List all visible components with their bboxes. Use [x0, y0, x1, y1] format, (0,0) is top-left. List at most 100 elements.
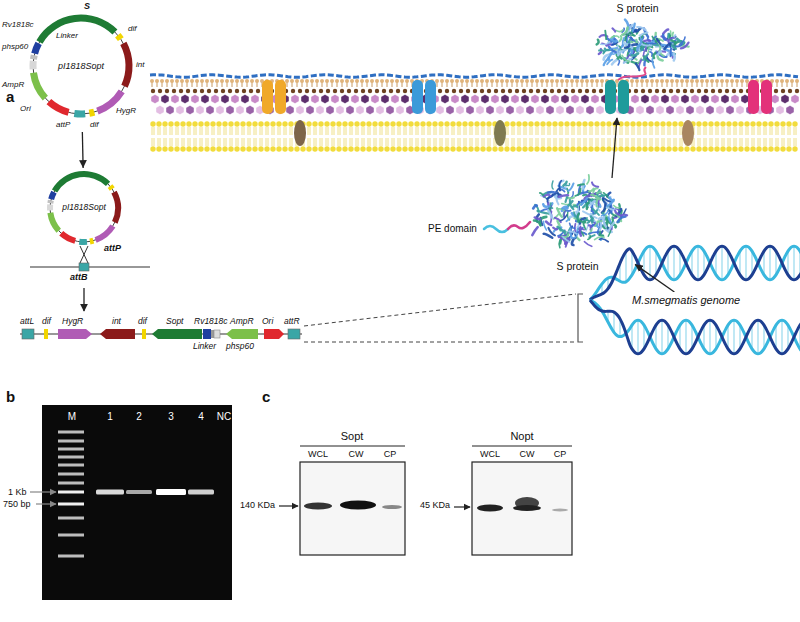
cell-membrane	[532, 138, 533, 146]
cell-membrane	[361, 89, 365, 93]
cell-membrane	[786, 121, 791, 126]
cell-membrane	[680, 138, 681, 146]
cell-membrane	[580, 138, 581, 146]
cell-membrane	[618, 121, 623, 126]
protein-structure	[652, 58, 654, 68]
cell-membrane	[442, 127, 443, 135]
cell-membrane	[282, 121, 287, 126]
protein-structure	[613, 42, 618, 44]
cell-membrane	[192, 146, 197, 151]
protein-structure	[600, 223, 601, 230]
cell-membrane	[350, 79, 354, 83]
cell-membrane	[240, 146, 245, 151]
cell-membrane	[748, 80, 759, 114]
cell-membrane	[350, 138, 351, 146]
cell-membrane	[752, 127, 753, 135]
cell-membrane	[378, 121, 383, 126]
cell-membrane	[710, 79, 714, 83]
cell-membrane	[458, 127, 459, 135]
protein-structure	[544, 234, 553, 238]
cell-membrane	[482, 127, 483, 135]
cell-membrane	[256, 127, 257, 135]
cell-membrane	[676, 89, 680, 93]
cell-membrane	[156, 105, 164, 114]
cell-membrane	[236, 105, 244, 114]
cell-membrane	[416, 138, 417, 146]
cell-membrane	[578, 127, 579, 135]
cell-membrane	[306, 121, 311, 126]
cell-membrane	[642, 121, 647, 126]
cell-membrane	[728, 127, 729, 135]
cell-membrane	[610, 138, 611, 146]
cell-membrane	[476, 138, 477, 146]
cell-membrane	[592, 138, 593, 146]
cell-membrane	[542, 127, 543, 135]
cell-membrane	[214, 89, 218, 93]
cell-membrane	[696, 105, 704, 114]
cell-membrane	[678, 146, 683, 151]
cell-membrane	[168, 121, 173, 126]
cell-membrane	[434, 127, 435, 135]
cell-membrane	[384, 121, 389, 126]
protein-structure	[609, 53, 613, 60]
cell-membrane	[716, 105, 724, 114]
cell-membrane	[451, 94, 459, 103]
cell-membrane	[275, 80, 286, 114]
gene-label: dif	[42, 317, 51, 327]
cell-membrane	[172, 138, 173, 146]
cell-membrane	[725, 89, 729, 93]
integrated-construct	[44, 329, 48, 339]
cell-membrane	[670, 79, 674, 83]
cell-membrane	[372, 121, 377, 126]
protein-structure	[665, 44, 671, 49]
cell-membrane	[324, 146, 329, 151]
cell-membrane	[320, 127, 321, 135]
cell-membrane	[560, 79, 564, 83]
protein-structure	[560, 190, 564, 192]
panel-letter: c	[262, 388, 270, 405]
gene-label: AmpR	[2, 80, 24, 89]
cell-membrane	[646, 138, 647, 146]
cell-membrane	[600, 121, 605, 126]
cell-membrane	[641, 94, 649, 103]
agarose-gel	[42, 405, 232, 600]
cell-membrane	[286, 105, 294, 114]
cell-membrane	[582, 146, 587, 151]
cell-membrane	[524, 127, 525, 135]
cell-membrane	[541, 94, 549, 103]
gel-band	[58, 482, 84, 485]
cell-membrane	[386, 138, 387, 146]
cell-membrane	[528, 146, 533, 151]
cell-membrane	[362, 138, 363, 146]
cell-membrane	[580, 127, 581, 135]
cell-membrane	[175, 79, 179, 83]
genome-bracket	[304, 294, 576, 326]
cell-membrane	[580, 79, 584, 83]
cell-membrane	[274, 138, 275, 146]
protein-structure	[636, 64, 639, 70]
cell-membrane	[715, 79, 719, 83]
protein-structure	[618, 50, 626, 56]
cell-membrane	[246, 146, 251, 151]
cell-membrane	[231, 94, 239, 103]
dna-helix	[781, 320, 782, 354]
cell-membrane	[575, 79, 579, 83]
cell-membrane	[462, 146, 467, 151]
cell-membrane	[721, 94, 729, 103]
cell-membrane	[158, 89, 162, 93]
protein-structure	[559, 195, 568, 196]
cell-membrane	[496, 105, 504, 114]
cell-membrane	[364, 127, 365, 135]
cell-membrane	[706, 127, 707, 135]
protein-structure	[632, 53, 638, 55]
cell-membrane	[654, 146, 659, 151]
dna-helix	[637, 320, 638, 354]
protein-structure	[569, 231, 577, 234]
cell-membrane	[472, 138, 473, 146]
cell-membrane	[341, 94, 349, 103]
protein-structure	[535, 217, 540, 219]
cell-membrane	[600, 146, 605, 151]
cell-membrane	[396, 146, 401, 151]
cell-membrane	[374, 127, 375, 135]
cell-membrane	[761, 80, 772, 114]
